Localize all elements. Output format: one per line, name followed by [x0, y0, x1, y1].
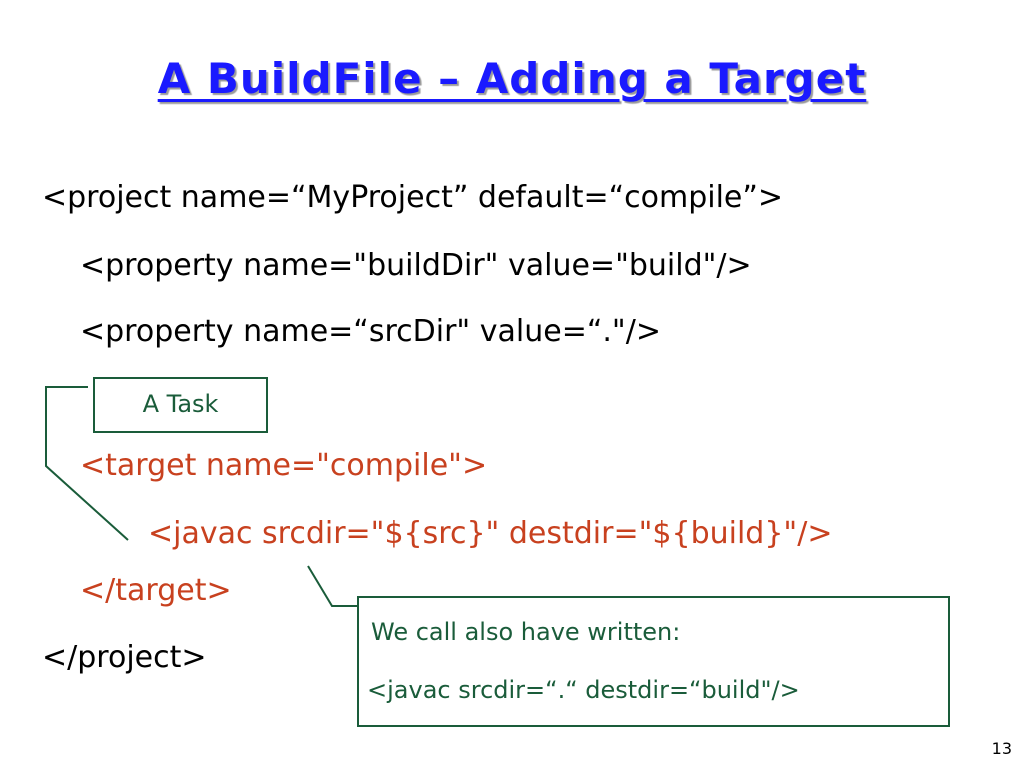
note-callout-text: We call also have written: — [371, 618, 681, 646]
code-line-property-builddir: <property name="buildDir" value="build"/… — [80, 248, 752, 283]
task-callout-label: A Task — [142, 390, 219, 418]
code-line-project-open: <project name=“MyProject” default=“compi… — [42, 180, 784, 215]
code-line-target-open: <target name="compile"> — [80, 448, 488, 483]
code-line-project-close: </project> — [42, 640, 207, 675]
note-callout-code: <javac srcdir=“.“ destdir=“build"/> — [367, 676, 800, 704]
slide-title: A BuildFile – Adding a Target — [157, 54, 867, 103]
note-connector — [307, 565, 357, 607]
note-callout-box: We call also have written: <javac srcdir… — [357, 596, 950, 727]
code-line-property-srcdir: <property name=“srcDir" value=“."/> — [80, 314, 661, 349]
code-line-target-close: </target> — [80, 573, 232, 608]
task-callout-box: A Task — [93, 377, 268, 433]
code-line-javac: <javac srcdir="${src}" destdir="${build}… — [148, 516, 833, 551]
page-number: 13 — [991, 739, 1012, 758]
